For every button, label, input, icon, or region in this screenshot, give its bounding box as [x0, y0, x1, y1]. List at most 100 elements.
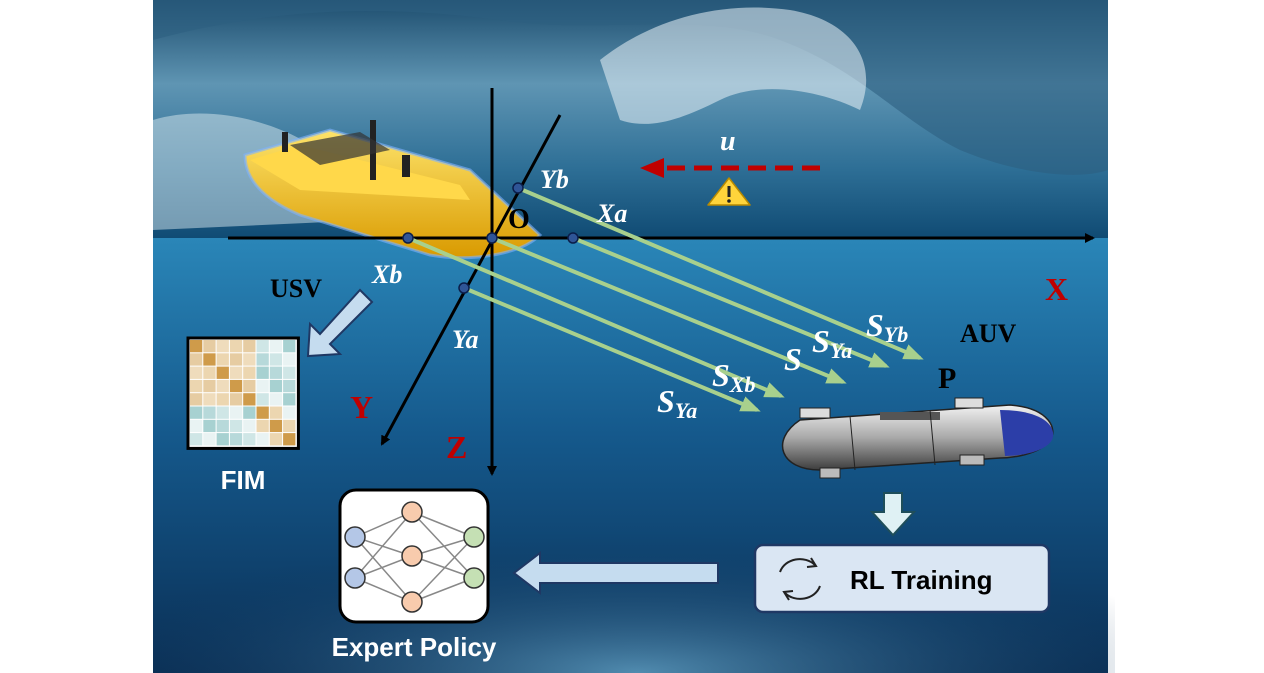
fim-matrix — [186, 336, 300, 450]
auv-to-rl-arrow — [869, 492, 917, 537]
nn-connection — [411, 536, 475, 557]
label-usv: USV — [270, 274, 322, 303]
fim-cell — [283, 419, 296, 433]
signal-label: SYb — [866, 307, 908, 347]
fim-cell — [243, 393, 256, 406]
point-origin — [486, 232, 498, 244]
fim-cell — [283, 353, 296, 366]
label-target-p: P — [938, 362, 956, 395]
nn-connection — [411, 511, 475, 579]
fim-cell — [243, 433, 256, 446]
nn-connection — [354, 511, 413, 579]
fim-cell — [190, 379, 203, 393]
fim-cell — [216, 433, 229, 446]
label-expert-policy: Expert Policy — [332, 632, 497, 662]
fim-cell — [243, 379, 256, 393]
fim-cell — [283, 393, 296, 406]
coordinate-axes — [228, 88, 1095, 476]
fim-cell — [190, 419, 203, 433]
signal-arrow — [407, 236, 785, 398]
fim-cell — [269, 353, 283, 366]
fim-cell — [256, 393, 269, 406]
fim-cell — [256, 406, 269, 419]
nn-node — [463, 567, 485, 589]
fim-cell — [229, 419, 243, 433]
fim-cell — [256, 433, 269, 446]
fim-cell — [203, 393, 216, 406]
signal-arrow — [517, 186, 924, 360]
fim-cell — [190, 366, 203, 379]
fim-cell — [203, 340, 216, 353]
fim-cell — [190, 340, 203, 353]
fim-cell — [190, 393, 203, 406]
fim-cell — [216, 419, 229, 433]
signal-label: SYa — [657, 383, 697, 423]
fim-cell — [203, 433, 216, 446]
fim-cell — [203, 379, 216, 393]
fim-cell — [216, 406, 229, 419]
fim-cell — [283, 379, 296, 393]
fim-cell — [283, 366, 296, 379]
nn-node — [344, 526, 366, 548]
signal-arrow — [491, 236, 847, 384]
signal-labels: SYb SYa S SXb SYa — [657, 307, 908, 423]
fim-cell — [190, 433, 203, 446]
fim-cell — [229, 406, 243, 419]
signal-arrow — [463, 286, 761, 412]
axis-label-z: Z — [446, 429, 467, 465]
nn-node — [401, 501, 423, 523]
fim-cell — [216, 393, 229, 406]
label-fim: FIM — [221, 465, 266, 495]
fim-cell — [229, 340, 243, 353]
point-xa — [567, 232, 579, 244]
fim-cell — [216, 353, 229, 366]
fim-cell — [243, 406, 256, 419]
nn-node — [401, 545, 423, 567]
fim-cell — [229, 366, 243, 379]
expert-policy-network — [338, 488, 490, 624]
fim-cell — [269, 340, 283, 353]
fim-cell — [283, 340, 296, 353]
fim-cell — [269, 393, 283, 406]
nn-connection — [354, 536, 413, 603]
auv-vehicle — [781, 397, 1054, 479]
fim-cell — [190, 353, 203, 366]
fim-cell — [229, 433, 243, 446]
fim-cell — [216, 340, 229, 353]
axis-label-y: Y — [350, 389, 373, 425]
label-auv: AUV — [960, 319, 1017, 348]
fim-cell — [256, 340, 269, 353]
y-axis — [380, 114, 562, 446]
fim-cell — [203, 406, 216, 419]
point-ya — [458, 282, 470, 294]
rl-to-expert-arrow — [512, 550, 719, 596]
nn-connection — [411, 555, 475, 579]
label-yb: Yb — [540, 165, 569, 194]
fim-cell — [269, 366, 283, 379]
fim-cell — [283, 433, 296, 446]
fim-cell — [203, 353, 216, 366]
fim-cell — [269, 433, 283, 446]
fim-cell — [243, 419, 256, 433]
cycle-icon — [779, 557, 821, 601]
point-yb — [512, 182, 524, 194]
current-arrowhead — [640, 158, 664, 178]
nn-node — [401, 591, 423, 613]
fim-cell — [229, 379, 243, 393]
nn-node — [463, 526, 485, 548]
fim-cell — [256, 366, 269, 379]
signal-label: SXb — [712, 357, 755, 397]
fim-cell — [216, 379, 229, 393]
label-xa: Xa — [596, 199, 627, 228]
fim-cell — [256, 353, 269, 366]
fim-cell — [229, 393, 243, 406]
fim-cell — [283, 406, 296, 419]
nn-node — [344, 567, 366, 589]
fim-cell — [190, 406, 203, 419]
signal-arrow — [572, 236, 890, 368]
nn-connection — [411, 536, 475, 603]
fim-cell — [269, 379, 283, 393]
fim-cell — [243, 353, 256, 366]
fim-cell — [229, 353, 243, 366]
